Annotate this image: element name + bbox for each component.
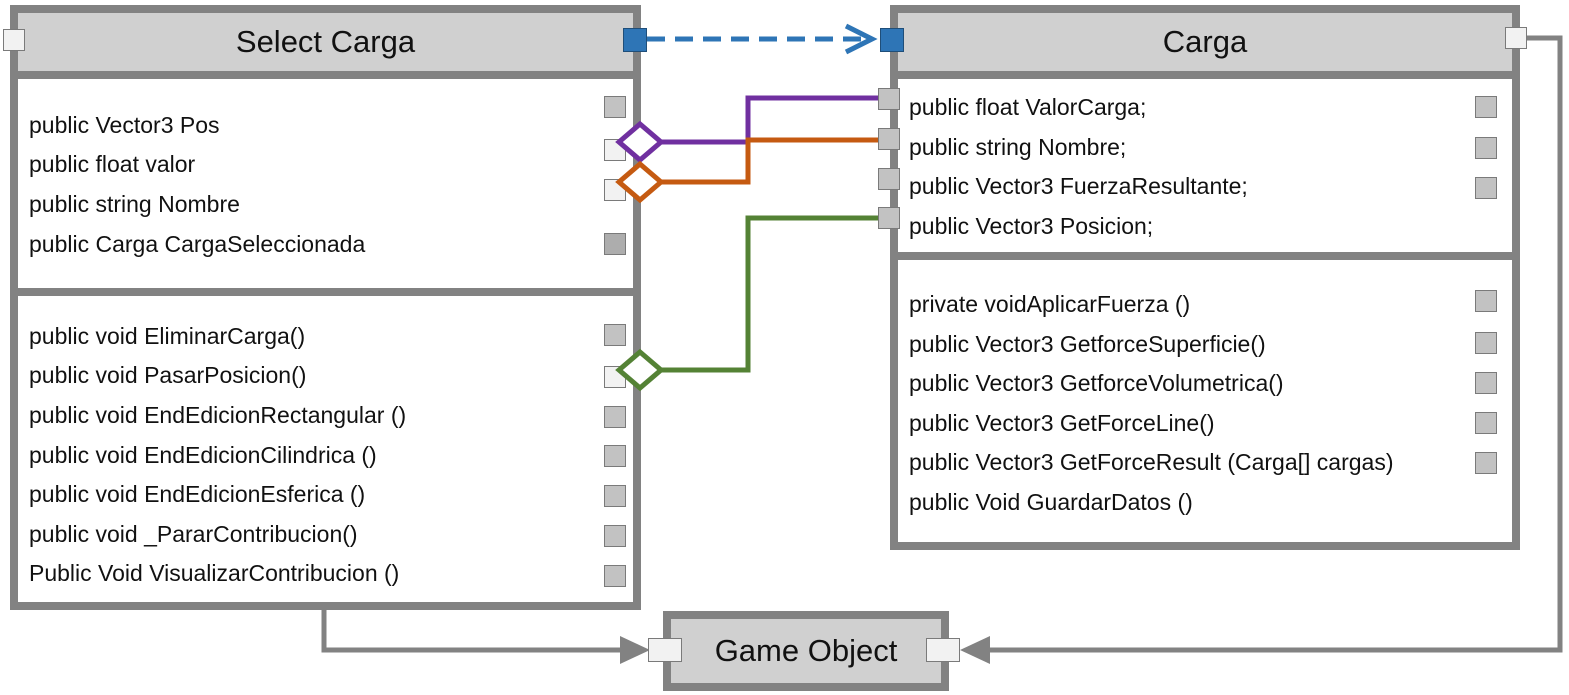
select-carga-method-endedicioncilindrica: public void EndEdicionCilindrica () [29,442,377,468]
carga-method-getforceresult-port[interactable] [1475,452,1497,474]
game-object-title: Game Object [714,633,898,668]
carga-to-gameobject-arrowhead [960,636,990,664]
select-carga-header[interactable]: Select Carga [10,5,641,79]
carga-method-getforcevolumetrica-port[interactable] [1475,372,1497,394]
carga-field-valorcarga: public float ValorCarga; [909,94,1147,120]
select-carga-method-pararcontribucion: public void _PararContribucion() [29,521,358,547]
carga-field-nombre: public string Nombre; [909,134,1127,160]
select-carga-fields-section: public Vector3 Pos public float valor pu… [10,71,641,296]
carga-field-valorcarga-port[interactable] [1475,96,1497,118]
select-carga-method-endedicionrectangular: public void EndEdicionRectangular () [29,402,407,428]
carga-field-fuerzaresultante-port[interactable] [1475,177,1497,199]
carga-method-getforceresult: public Vector3 GetForceResult (Carga[] c… [909,449,1394,475]
select-carga-field-cargaseleccionada-port[interactable] [604,233,626,255]
select-carga-method-visualizarcontribucion: Public Void VisualizarContribucion () [29,560,400,586]
game-object-node[interactable]: Game Object [663,611,949,691]
select-carga-method-pararcontribucion-port[interactable] [604,525,626,547]
carga-method-getforcevolumetrica: public Vector3 GetforceVolumetrica() [909,370,1284,396]
game-object-left-input-port[interactable] [648,638,682,662]
carga-methods-section: private voidAplicarFuerza () public Vect… [890,252,1520,550]
carga-title: Carga [1162,24,1248,59]
carga-to-gameobject-line [988,35,1563,653]
select-carga-field-valor-port[interactable] [604,139,626,161]
select-carga-method-eliminarcarga: public void EliminarCarga() [29,323,306,349]
select-carga-output-port[interactable] [623,28,647,52]
select-carga-method-visualizarcontribucion-port[interactable] [604,565,626,587]
carga-header[interactable]: Carga [890,5,1520,79]
carga-field-posicion: public Vector3 Posicion; [909,213,1154,239]
select-carga-method-endedicionesferica: public void EndEdicionEsferica () [29,481,366,507]
carga-fields-section: public float ValorCarga; public string N… [890,71,1520,260]
carga-field-nombre-input-port[interactable] [878,128,900,150]
carga-input-port[interactable] [880,28,904,52]
select-carga-method-pasarposicion-port[interactable] [604,366,626,388]
select-carga-method-eliminarcarga-port[interactable] [604,324,626,346]
select-carga-field-cargaseleccionada: public Carga CargaSeleccionada [29,231,366,257]
carga-method-getforceline: public Vector3 GetForceLine() [909,410,1215,436]
select-carga-method-endedicionrectangular-port[interactable] [604,406,626,428]
select-carga-field-pos: public Vector3 Pos [29,112,220,138]
select-carga-title: Select Carga [235,24,416,59]
select-carga-to-gameobject-line [321,605,622,653]
carga-method-getforcesuperficie-port[interactable] [1475,332,1497,354]
select-carga-method-endedicioncilindrica-port[interactable] [604,445,626,467]
select-carga-method-endedicionesferica-port[interactable] [604,485,626,507]
select-carga-field-valor: public float valor [29,151,196,177]
carga-field-fuerzaresultante-input-port[interactable] [878,168,900,190]
carga-method-guardardatos: public Void GuardarDatos () [909,489,1193,515]
carga-output-port[interactable] [1505,27,1527,49]
select-carga-input-port[interactable] [3,29,25,51]
carga-method-aplicarfuerza-port[interactable] [1475,290,1497,312]
select-carga-method-pasarposicion: public void PasarPosicion() [29,362,307,388]
game-object-right-input-port[interactable] [926,638,960,662]
carga-field-fuerzaresultante: public Vector3 FuerzaResultante; [909,173,1248,199]
carga-field-nombre-port[interactable] [1475,137,1497,159]
carga-method-aplicarfuerza: private voidAplicarFuerza () [909,291,1191,317]
select-carga-methods-section: public void EliminarCarga() public void … [10,288,641,610]
carga-field-posicion-input-port[interactable] [878,207,900,229]
select-carga-field-nombre: public string Nombre [29,191,240,217]
carga-method-getforcesuperficie: public Vector3 GetforceSuperficie() [909,331,1266,357]
carga-method-getforceline-port[interactable] [1475,412,1497,434]
carga-field-valorcarga-input-port[interactable] [878,88,900,110]
select-carga-field-nombre-port[interactable] [604,179,626,201]
select-carga-to-gameobject-arrowhead [620,636,650,664]
select-carga-field-pos-port[interactable] [604,96,626,118]
